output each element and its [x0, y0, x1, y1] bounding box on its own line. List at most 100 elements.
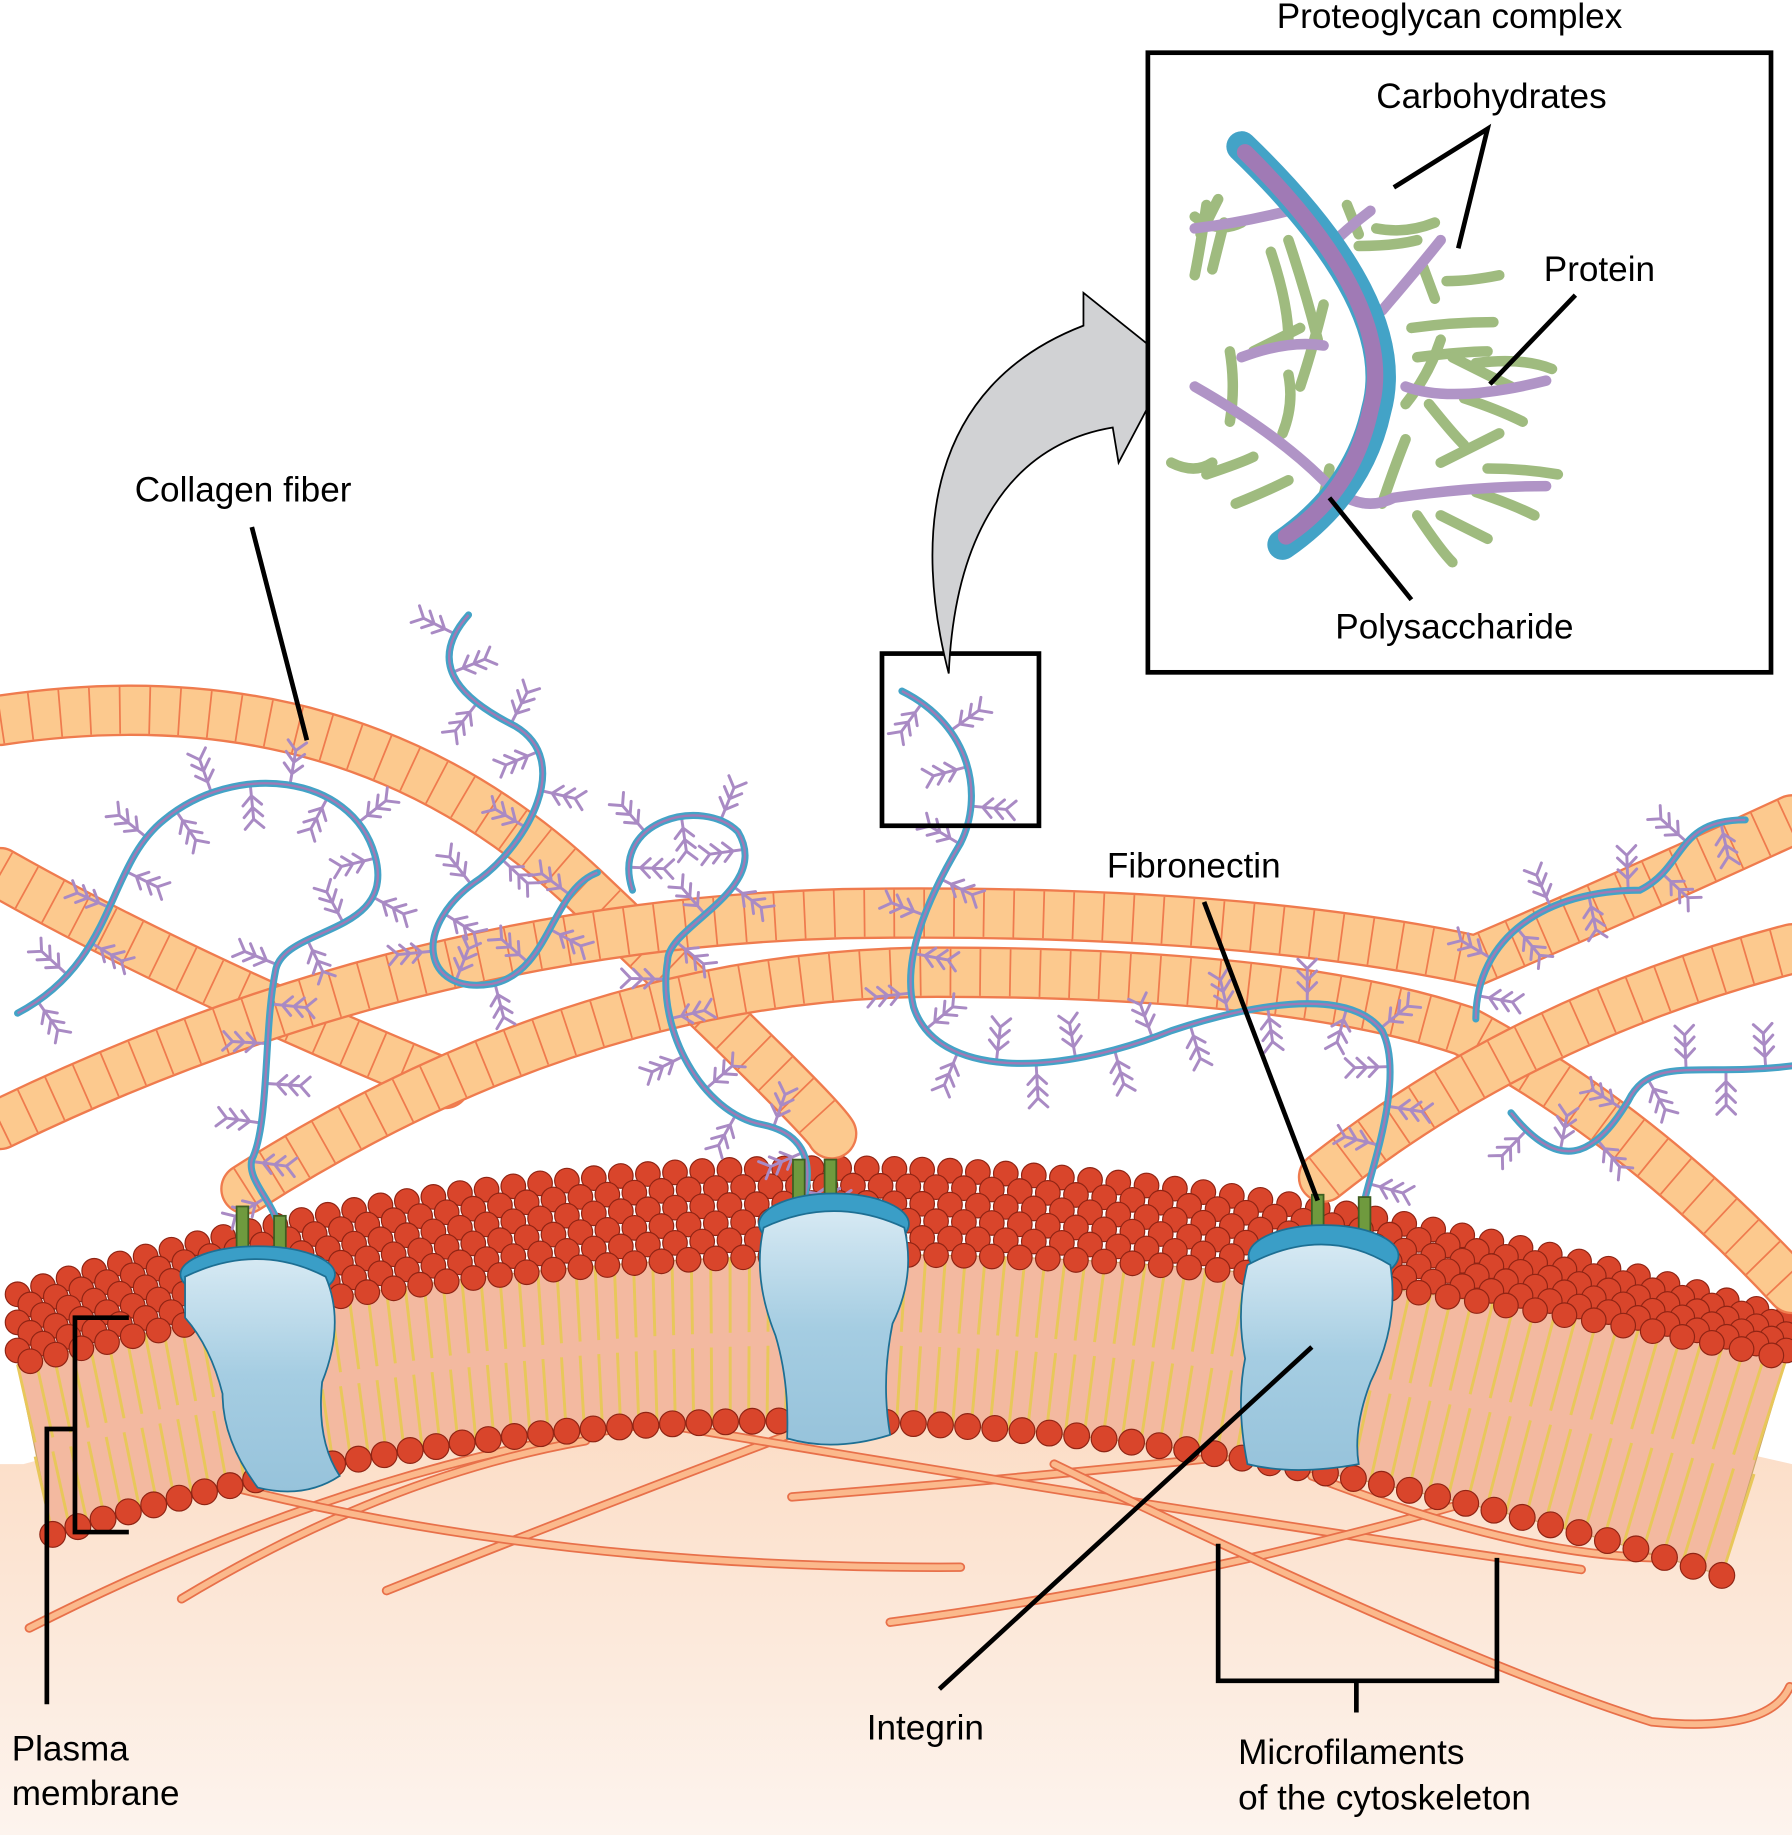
- lipid-tail: [125, 1337, 144, 1415]
- lipid-head: [923, 1208, 949, 1235]
- carbohydrate-branch: [911, 946, 961, 973]
- carbohydrate-branch: [386, 942, 435, 967]
- lipid-head: [981, 1414, 1009, 1442]
- lipid-tail: [1641, 1452, 1674, 1552]
- lipid-tail: [1732, 1353, 1767, 1455]
- lipid-head: [675, 1246, 702, 1273]
- carbohydrate-branch: [356, 786, 401, 825]
- carbohydrate-branch: [1582, 893, 1609, 943]
- lipid-tail: [1752, 1358, 1788, 1461]
- lipid-head: [89, 1505, 117, 1533]
- lipid-tail: [976, 1256, 987, 1335]
- lipid-head: [119, 1323, 146, 1350]
- lipid-head: [895, 1173, 922, 1200]
- carbohydrate-branch: [1026, 1061, 1050, 1110]
- lipid-tail: [1711, 1349, 1746, 1450]
- carbohydrate-branch: [674, 940, 719, 979]
- polysaccharide-strand: [627, 814, 809, 1207]
- lipid-head: [909, 1156, 936, 1183]
- microfilament: [383, 1420, 823, 1594]
- lipid-head: [165, 1484, 193, 1512]
- lipid-head: [937, 1191, 963, 1218]
- carbohydrate-branch: [1660, 872, 1703, 913]
- lipid-tail: [1630, 1332, 1661, 1430]
- lipid-head: [1698, 1330, 1725, 1356]
- carbohydrate-branch: [1127, 991, 1156, 1040]
- lipid-head: [621, 1250, 648, 1276]
- carbohydrate-branch: [673, 814, 699, 864]
- lipid-head: [716, 1227, 743, 1254]
- carbohydrate-branch: [1476, 988, 1525, 1015]
- lipid-head: [579, 1415, 607, 1443]
- carbohydrate-branch: [864, 984, 913, 1009]
- microfilaments: [24, 1418, 1792, 1729]
- lipid-head: [1580, 1307, 1607, 1334]
- lipid-tail: [357, 1382, 371, 1458]
- lipid-head: [923, 1174, 949, 1201]
- lipid-tail: [412, 1374, 424, 1449]
- lipid-head: [1405, 1279, 1432, 1306]
- lipid-tail: [1508, 1309, 1536, 1403]
- lipid-tail: [51, 1451, 72, 1530]
- carbohydrate-branch: [915, 811, 962, 846]
- carbohydrate-branch: [1673, 1023, 1697, 1072]
- carbohydrate-branch: [627, 857, 676, 880]
- lipid-head: [1118, 1428, 1146, 1456]
- lipid-head: [634, 1231, 661, 1258]
- lipid-head: [743, 1191, 770, 1218]
- lipid-head: [675, 1211, 702, 1238]
- carbohydrate-branch: [1332, 1123, 1381, 1151]
- lipid-head: [1669, 1324, 1696, 1350]
- carbohydrate-branch: [89, 941, 136, 976]
- carbohydrate-branch: [1578, 1075, 1625, 1111]
- lipid-tail: [1054, 1259, 1067, 1340]
- lipid-tail: [1388, 1396, 1412, 1487]
- polysaccharide-strand: [17, 782, 379, 1242]
- lipid-head: [658, 1410, 686, 1438]
- lipid-head: [396, 1437, 424, 1464]
- proteoglycan: [14, 738, 418, 1246]
- lipid-head: [853, 1155, 880, 1182]
- lipid-head: [937, 1157, 963, 1184]
- carbohydrate-branch: [619, 967, 668, 990]
- lipid-head: [1522, 1297, 1549, 1324]
- carbohydrate-branch: [697, 841, 747, 867]
- carbohydrate-branch: [924, 992, 968, 1031]
- lipid-tail: [988, 1349, 1000, 1429]
- lipid-head: [1480, 1496, 1508, 1524]
- carbohydrate-branch: [930, 1050, 960, 1099]
- carbohydrate-branch: [1646, 804, 1689, 844]
- carbohydrate-branch: [607, 790, 647, 834]
- lipid-head: [422, 1433, 450, 1461]
- lipid-head: [1006, 1244, 1033, 1271]
- lipid-tail: [593, 1265, 601, 1341]
- lipid-head: [1463, 1288, 1490, 1314]
- lipid-head: [738, 1407, 766, 1435]
- lipid-head: [1565, 1519, 1593, 1547]
- lipid-head: [1758, 1342, 1785, 1369]
- lipid-head: [1147, 1252, 1174, 1279]
- lipid-tail: [1523, 1424, 1553, 1519]
- lipid-head: [978, 1243, 1005, 1270]
- lipid-tail: [1589, 1324, 1620, 1420]
- lipid-tail: [541, 1358, 550, 1434]
- lipid-tail: [1670, 1340, 1704, 1440]
- lipid-tail: [403, 1286, 416, 1361]
- lipid-head: [702, 1245, 729, 1272]
- lipid-tail: [1700, 1468, 1735, 1570]
- lipid-tail: [1026, 1351, 1038, 1432]
- lipid-head: [380, 1275, 407, 1302]
- lipid-head: [662, 1230, 688, 1256]
- lipid-tail: [1720, 1473, 1756, 1576]
- lipid-tail: [1602, 1442, 1634, 1540]
- lipid-tail: [709, 1258, 713, 1334]
- carbohydrate-branch: [1057, 1011, 1083, 1060]
- carbohydrate-branch: [638, 1054, 686, 1086]
- lipid-head: [1034, 1245, 1061, 1272]
- lipid-tail: [1171, 1266, 1188, 1350]
- carbohydrate-branch: [500, 857, 543, 898]
- carbohydrate-branch: [1751, 1021, 1776, 1070]
- carbohydrate-branch: [371, 895, 418, 929]
- carbohydrate-branch: [26, 936, 70, 977]
